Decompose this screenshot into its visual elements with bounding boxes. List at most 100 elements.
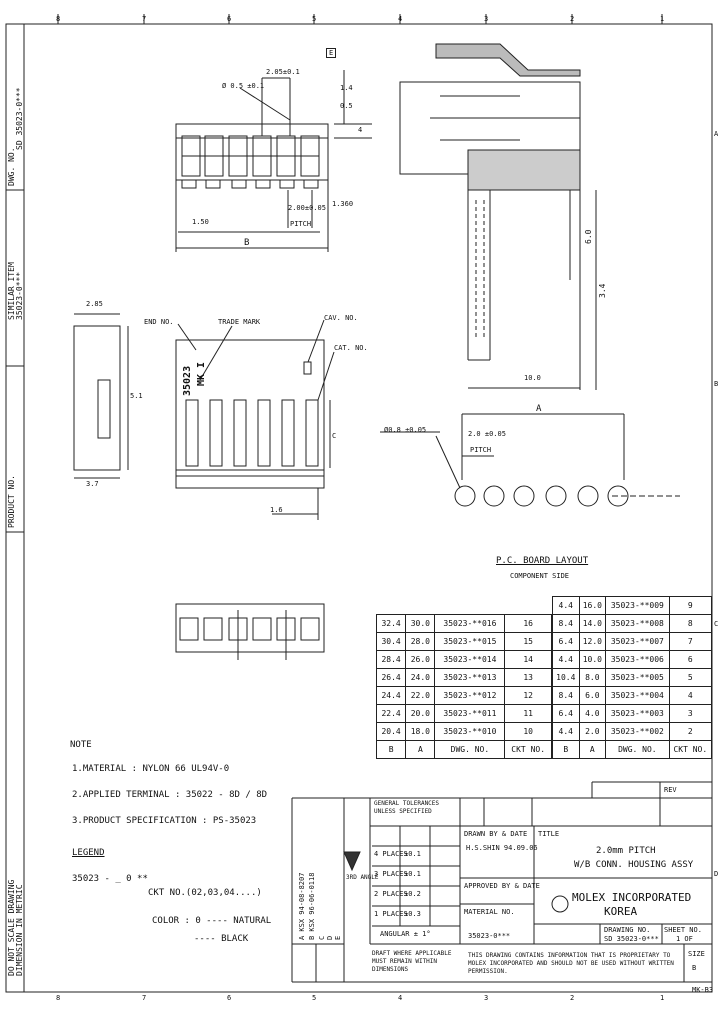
table-cell: 35023-**003 [605, 704, 670, 723]
table-cell: 4.4 [552, 596, 580, 615]
table-cell: B [375, 740, 407, 759]
table-cell: 13 [504, 668, 552, 687]
zone-label: 7 [142, 994, 147, 1002]
table-cell: 35023-**010 [434, 722, 506, 741]
zone-label: D [714, 870, 719, 878]
table-cell: 14.0 [578, 614, 607, 633]
table-cell: 22.0 [405, 686, 436, 705]
table-cell: 35023-**008 [605, 614, 670, 633]
table-row: B A DWG. NO. CKT NO. [375, 740, 552, 759]
table-cell: 20.0 [405, 704, 436, 723]
zone-label: 6 [227, 994, 232, 1002]
table-row: 22.4 20.0 35023-**011 11 [375, 704, 552, 723]
table-cell: 2.0 [578, 722, 607, 741]
table-row: B A DWG. NO. CKT NO. [552, 740, 713, 759]
zone-label: 8 [56, 994, 61, 1002]
cavity-mark-label: CAV. NO. [324, 314, 358, 322]
material-no-label: MATERIAL NO. [464, 908, 515, 916]
general-tolerance-label: GENERAL TOLERANCES UNLESS SPECIFIED [374, 800, 440, 815]
note-3: 3.PRODUCT SPECIFICATION : PS-35023 [72, 816, 257, 826]
dim-285: 2.85 [86, 300, 103, 308]
table-cell: 35023-**013 [434, 668, 506, 687]
table-cell: 9 [668, 596, 713, 615]
table-cell: 8 [668, 614, 713, 633]
table-cell: 20.4 [375, 722, 407, 741]
trade-mark-label: TRADE MARK [218, 318, 261, 326]
table-cell: 5 [668, 668, 713, 687]
zone-label: 7 [142, 15, 147, 23]
sheet-label: SHEET NO. [664, 926, 702, 934]
table-cell: 35023-**004 [605, 686, 670, 705]
table-cell: 15 [504, 632, 552, 651]
table-cell: DWG. NO. [605, 740, 670, 759]
pitch-value: 2.00±0.05 [288, 204, 326, 212]
title-line-2: W/B CONN. HOUSING ASSY [574, 860, 694, 870]
legend-code: 35023 - _ 0 ** [72, 874, 148, 884]
dim-05: 0.5 [340, 102, 353, 110]
sheet-value: 1 OF [676, 935, 693, 943]
table-row: 6.4 12.0 35023-**007 7 [552, 632, 713, 651]
dim-150: 1.50 [192, 218, 209, 226]
rev-history-c: C [318, 935, 326, 940]
table-cell: 10 [504, 722, 552, 741]
tol-row-label: 1 PLACES [374, 910, 408, 918]
table-row: 6.4 4.0 35023-**003 3 [552, 704, 713, 723]
zone-label: C [714, 620, 719, 628]
zone-label: 8 [56, 15, 61, 23]
size-label: SIZE [688, 950, 705, 958]
rev-history-b: B KSX 96-06-0118 [308, 872, 316, 940]
note-2: 2.APPLIED TERMINAL : 35022 - 8D / 8D [72, 790, 268, 800]
table-cell: 35023-**015 [434, 632, 506, 651]
pitch-label: PITCH [290, 220, 312, 228]
pcb-layout-subtitle: COMPONENT SIDE [510, 572, 570, 580]
pcb-layout-title: P.C. BOARD LAYOUT [496, 556, 589, 566]
zone-label: 5 [312, 994, 317, 1002]
dim-height: 5.1 [130, 392, 143, 400]
table-row: 30.4 28.0 35023-**015 15 [375, 632, 552, 651]
rev-history-a: A KSX 94-08-8207 [298, 872, 306, 940]
table-cell: 26.4 [375, 668, 407, 687]
dim-100: 10.0 [524, 374, 541, 382]
table-cell: 10.0 [578, 650, 607, 669]
rev-history-d: D [326, 935, 334, 940]
table-row: 20.4 18.0 35023-**010 10 [375, 722, 552, 741]
table-cell: 30.0 [405, 614, 436, 633]
dwg-no-label: DWG. NO. [7, 147, 16, 186]
cat-no-label: CAT. NO. [334, 344, 368, 352]
table-cell: 32.4 [375, 614, 407, 633]
dim-16: 1.6 [270, 506, 283, 514]
tol-row-value: ±0.1 [404, 850, 421, 858]
table-row: 4.4 10.0 35023-**006 6 [552, 650, 713, 669]
tol-row-label: 2 PLACES [374, 890, 408, 898]
zone-label: 3 [484, 15, 489, 23]
table-row: 8.4 14.0 35023-**008 8 [552, 614, 713, 633]
pcb-pitch-label: PITCH [470, 446, 492, 454]
table-cell: 12.0 [578, 632, 607, 651]
legend-ckt: CKT NO.(02,03,04....) [148, 888, 262, 898]
table-cell: 35023-**005 [605, 668, 670, 687]
end-no-label: END NO. [144, 318, 174, 326]
metric-note: DIMENSION IN METRIC [15, 884, 24, 976]
legend-title: LEGEND [72, 848, 105, 858]
zone-label: A [714, 130, 719, 138]
part-marking: 35023 [182, 365, 193, 396]
zone-label: 4 [398, 15, 403, 23]
table-cell: 35023-**012 [434, 686, 506, 705]
table-cell: 35023-**016 [434, 614, 506, 633]
pcb-dim-a: A [536, 404, 542, 414]
table-cell: 16.0 [578, 596, 607, 615]
dim-34: 3.4 [598, 283, 607, 298]
table-cell: 35023-**009 [605, 596, 670, 615]
draft-note: DRAFT WHERE APPLICABLE MUST REMAIN WITHI… [372, 950, 452, 973]
table-cell: 22.4 [375, 704, 407, 723]
table-cell: 28.0 [405, 632, 436, 651]
left-dimension-table: 32.4 30.0 35023-**016 16 30.4 28.0 35023… [375, 614, 552, 759]
table-row: 10.4 8.0 35023-**005 5 [552, 668, 713, 687]
dim-14: 1.4 [340, 84, 353, 92]
table-cell: A [578, 740, 607, 759]
product-no-label: PRODUCT NO. [7, 475, 16, 528]
drawing-no-value: SD 35023-0*** [604, 935, 659, 943]
third-angle-label: 3RD ANGLE [346, 874, 379, 881]
table-row: 24.4 22.0 35023-**012 12 [375, 686, 552, 705]
approved-label: APPROVED BY & DATE [464, 882, 540, 890]
